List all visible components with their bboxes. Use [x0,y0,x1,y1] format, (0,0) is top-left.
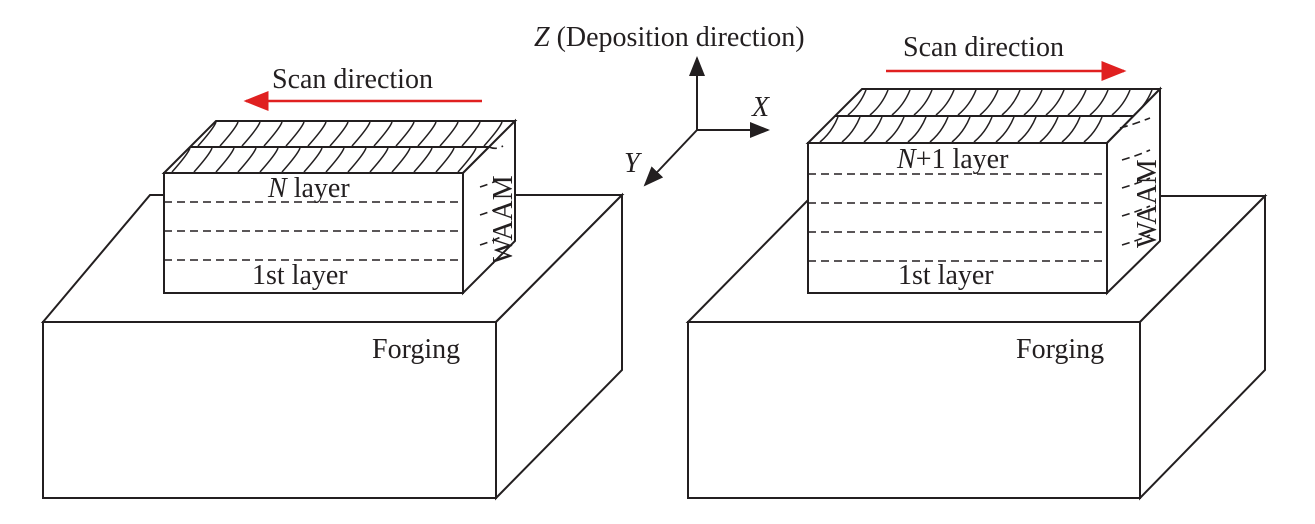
z-axis-label: Z (Deposition direction) [534,22,805,53]
forging-label-right: Forging [1016,334,1104,365]
weld-bead-ripples-right [819,89,1153,143]
waam-side-ripples-right [1119,117,1151,246]
left-panel: Forging [40,64,625,501]
waam-side-label-left: WAAM [488,175,519,264]
scan-direction-label-left: Scan direction [272,64,433,95]
waam-front-face-right [807,142,1108,294]
top-layer-label-left: N layer [267,173,350,204]
waam-side-label-right: WAAM [1132,159,1163,248]
first-layer-label-right: 1st layer [898,260,994,291]
first-layer-label-left: 1st layer [252,260,348,291]
scan-direction-left: Scan direction [243,64,482,111]
forging-label-left: Forging [372,334,460,365]
scan-direction-label-right: Scan direction [903,32,1064,63]
right-panel: Forging [685,32,1268,501]
top-layer-label-right: N+1 layer [896,144,1009,175]
waam-block-right: N+1 layer 1st layer WAAM [805,86,1163,296]
x-axis-label: X [751,92,770,123]
coordinate-axes: Z (Deposition direction) X Y [534,22,805,187]
y-axis-arrow [643,129,698,187]
scan-direction-right: Scan direction [886,32,1127,81]
waam-block-left: N layer 1st layer WAAM [161,118,519,296]
weld-bead-ripples-left [171,121,503,173]
y-axis-label: Y [624,148,643,179]
waam-side-ripples-left [479,145,504,246]
waam-front-face-left [163,172,464,294]
